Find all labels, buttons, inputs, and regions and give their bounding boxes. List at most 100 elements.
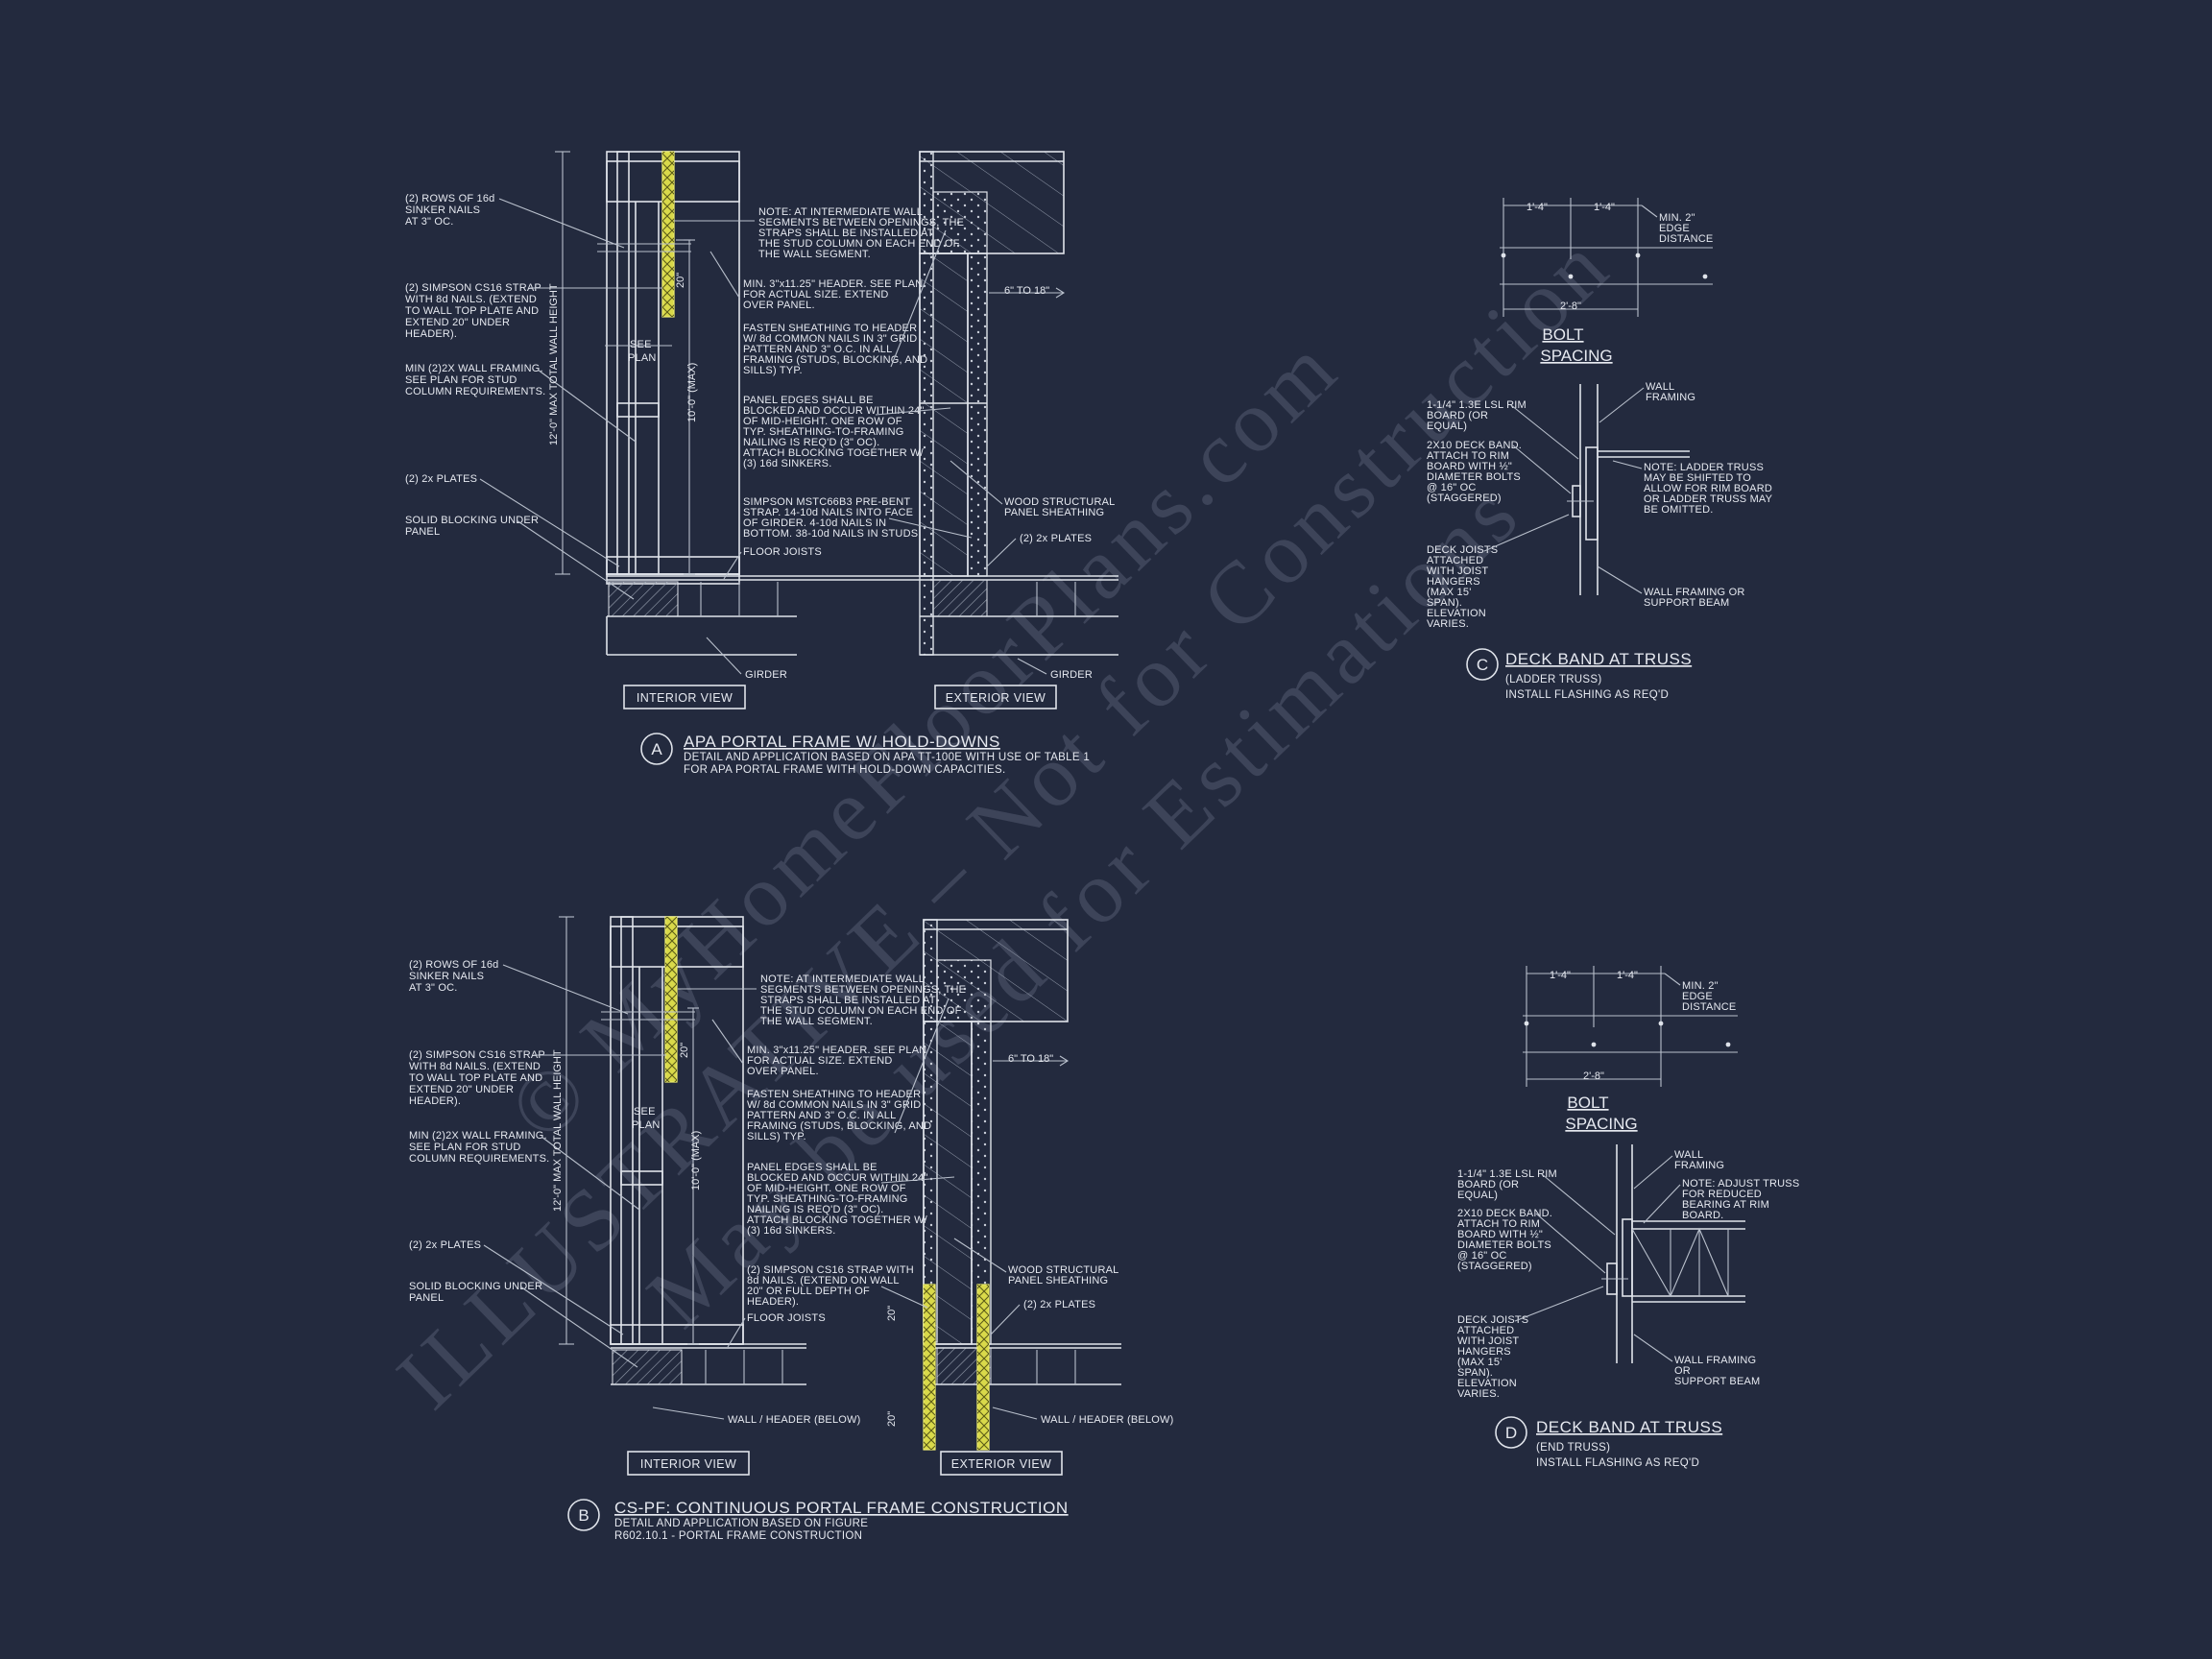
- svg-text:2'-8": 2'-8": [1560, 301, 1581, 312]
- detail-a-girder-2: GIRDER: [1050, 669, 1093, 681]
- detail-a-exterior-view: EXTERIOR VIEW: [946, 691, 1046, 705]
- detail-b-dim-20-bot: 20": [886, 1411, 898, 1427]
- detail-a-dim-6to18: 6" TO 18": [1004, 285, 1049, 297]
- detail-d-subtitle: (END TRUSS)INSTALL FLASHING AS REQ'D: [1536, 1442, 1699, 1469]
- detail-a-plates-label: (2) 2x PLATES: [1020, 533, 1092, 544]
- detail-a-interior-view: INTERIOR VIEW: [637, 691, 733, 705]
- detail-a-interior-view-box: [623, 685, 746, 709]
- detail-b-tag-circle: [567, 1499, 600, 1531]
- detail-b-wall-header-2: WALL / HEADER (BELOW): [1041, 1414, 1173, 1426]
- svg-text:(2) 2x PLATES: (2) 2x PLATES: [409, 1239, 481, 1251]
- detail-d-tag: D: [1505, 1424, 1517, 1442]
- detail-a-subtitle: DETAIL AND APPLICATION BASED ON APA TT-1…: [684, 752, 1090, 776]
- detail-c-tag: C: [1477, 656, 1488, 674]
- svg-text:MIN (2)2X WALL FRAMING.SEE PLA: MIN (2)2X WALL FRAMING.SEE PLAN FOR STUD…: [409, 1130, 549, 1165]
- note: (2) 2x PLATES: [405, 473, 477, 485]
- detail-b-wall-header-1: WALL / HEADER (BELOW): [728, 1414, 860, 1426]
- note: MIN (2)2X WALL FRAMING.: [405, 363, 543, 374]
- detail-b-interior-drawing: [559, 916, 806, 1385]
- detail-c-title: DECK BAND AT TRUSS: [1505, 650, 1692, 668]
- svg-text:BOLT: BOLT: [1542, 325, 1583, 344]
- detail-a-interior-drawing: [555, 151, 1118, 656]
- detail-a-dim-20: 20": [675, 273, 686, 288]
- svg-text:SPACING: SPACING: [1540, 347, 1612, 365]
- detail-b-exterior-drawing: [923, 919, 1121, 1451]
- svg-text:1'-4": 1'-4": [1594, 202, 1615, 213]
- svg-text:BOLT: BOLT: [1567, 1094, 1608, 1112]
- svg-text:MIN (2)2X WALL FRAMING.SEE PLA: MIN (2)2X WALL FRAMING.SEE PLAN FOR STUD…: [405, 363, 545, 397]
- detail-c-tag-circle: [1466, 648, 1499, 681]
- detail-d-title: DECK BAND AT TRUSS: [1536, 1418, 1722, 1436]
- detail-b-dim-20-top: 20": [679, 1043, 690, 1058]
- detail-c-section: [1567, 384, 1690, 595]
- detail-b-interior-view: INTERIOR VIEW: [640, 1457, 736, 1471]
- detail-b-dim-6to18: 6" TO 18": [1008, 1053, 1053, 1065]
- detail-a-dim-10max: 10'-0" (MAX): [686, 363, 698, 422]
- svg-text:1'-4": 1'-4": [1550, 970, 1571, 981]
- detail-d-section: [1601, 1144, 1745, 1363]
- detail-b-exterior-view: EXTERIOR VIEW: [951, 1457, 1052, 1471]
- svg-text:SPACING: SPACING: [1565, 1115, 1637, 1133]
- detail-a-title: APA PORTAL FRAME W/ HOLD-DOWNS: [684, 733, 1000, 751]
- note: SOLID BLOCKING UNDER: [405, 515, 539, 526]
- note: (2) SIMPSON CS16 STRAP: [405, 282, 541, 294]
- watermark: © MyHomeFloorPlans.com ILLUSTRATIVE – No…: [378, 214, 1629, 1427]
- detail-a-girder-1: GIRDER: [745, 669, 787, 681]
- detail-b-dim-20-mid: 20": [886, 1306, 898, 1321]
- note: (2) ROWS OF 16d: [405, 193, 494, 204]
- detail-b-dim-10max: 10'-0" (MAX): [690, 1131, 702, 1190]
- detail-b-dim-12max: 12'-0" MAX TOTAL WALL HEIGHT: [552, 1049, 564, 1212]
- svg-text:FLOOR JOISTS: FLOOR JOISTS: [747, 1312, 826, 1324]
- detail-a-dim-12max: 12'-0" MAX TOTAL WALL HEIGHT: [548, 283, 560, 445]
- svg-text:FLOOR JOISTS: FLOOR JOISTS: [743, 546, 822, 558]
- detail-b-title: CS-PF: CONTINUOUS PORTAL FRAME CONSTRUCT…: [614, 1499, 1069, 1517]
- detail-b-exterior-view-box: [940, 1451, 1063, 1476]
- detail-b-interior-view-box: [627, 1451, 750, 1476]
- detail-a-tag: A: [651, 740, 662, 758]
- detail-d-tag-circle: [1495, 1416, 1527, 1449]
- svg-text:2'-8": 2'-8": [1583, 1070, 1604, 1082]
- detail-a-tag-circle: [640, 733, 673, 765]
